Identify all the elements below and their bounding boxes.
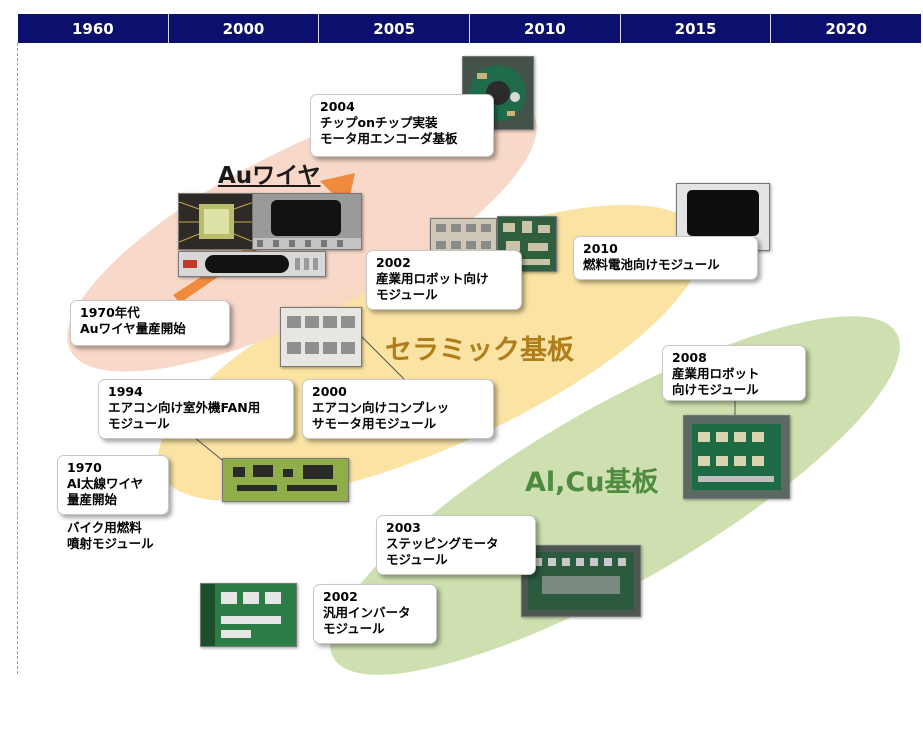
callout-text-line: 産業用ロボット	[672, 366, 760, 381]
year-2000: 2000	[168, 14, 320, 43]
callout-text-line: 汎用インバータ	[323, 605, 411, 620]
callout-text-line: モジュール	[323, 621, 385, 636]
callout-text-line: エアコン向け室外機FAN用	[108, 400, 261, 415]
stepping-motor-module-photo	[521, 545, 641, 617]
au-zone-label: Auワイヤ	[218, 163, 321, 189]
callout-ceramic-2002: 2002 産業用ロボット向け モジュール	[366, 250, 522, 310]
timeline-axis-line	[17, 43, 18, 674]
general-inverter-board-photo	[200, 583, 297, 647]
callout-ceramic-2000: 2000 エアコン向けコンプレッ サモータ用モジュール	[302, 379, 494, 439]
callout-al-2003: 2003 ステッピングモータ モジュール	[376, 515, 536, 575]
callout-text-line: Al太線ワイヤ	[67, 476, 144, 491]
callout-text-line: モジュール	[386, 552, 448, 567]
callout-text-line: モジュール	[376, 287, 438, 302]
year-2020: 2020	[771, 14, 922, 43]
callout-ceramic-2010: 2010 燃料電池向けモジュール	[573, 236, 758, 280]
callout-text-line: サモータ用モジュール	[312, 416, 437, 431]
aircon-fan-board-photo	[222, 458, 349, 502]
callout-text-line: 産業用ロボット向け	[376, 271, 489, 286]
aircon-compressor-module-photo	[280, 307, 362, 367]
callout-al-2008: 2008 産業用ロボット 向けモジュール	[662, 345, 806, 401]
callout-text-line: チップonチップ実装	[320, 115, 438, 130]
callout-year: 2000	[312, 384, 347, 399]
callout-text-line: 向けモジュール	[672, 382, 759, 397]
callout-text-line: モジュール	[108, 416, 170, 431]
ceramic-zone-label: セラミック基板	[385, 335, 574, 366]
callout-year: 2002	[323, 589, 358, 604]
callout-text-line: ステッピングモータ	[386, 536, 499, 551]
timeline-header: 1960 2000 2005 2010 2015 2020	[18, 14, 922, 43]
callout-year: 2008	[672, 350, 707, 365]
callout-text-line: Auワイヤ量産開始	[80, 321, 186, 336]
year-2010: 2010	[470, 14, 621, 43]
callout-au-1970s: 1970年代 Auワイヤ量産開始	[70, 300, 230, 346]
au-hybrid-strip-photo	[178, 251, 326, 277]
callout-year: 2003	[386, 520, 421, 535]
callout-text-line: エアコン向けコンプレッ	[312, 400, 450, 415]
callout-au-2004: 2004 チップonチップ実装 モータ用エンコーダ基板	[310, 94, 494, 157]
callout-text-line: 燃料電池向けモジュール	[583, 257, 720, 272]
au-wire-chip-photo	[178, 193, 255, 250]
au-black-module-photo	[252, 193, 362, 250]
callout-al-1970: 1970 Al太線ワイヤ 量産開始	[57, 455, 169, 515]
callout-ceramic-1994: 1994 エアコン向け室外機FAN用 モジュール	[98, 379, 294, 439]
bike-fuel-injection-label: バイク用燃料 噴射モジュール	[67, 520, 154, 551]
year-2015: 2015	[620, 14, 772, 43]
ceramic-robot-board-photo	[497, 216, 557, 272]
callout-text-line: 量産開始	[67, 492, 118, 507]
callout-year: 2004	[320, 99, 355, 114]
year-1960: 1960	[18, 14, 169, 43]
callout-year: 1994	[108, 384, 143, 399]
alcu-robot-module-photo	[683, 415, 790, 499]
callout-year: 2010	[583, 241, 618, 256]
callout-year: 2002	[376, 255, 411, 270]
year-2005: 2005	[319, 14, 471, 43]
callout-year: 1970	[67, 460, 102, 475]
callout-year: 1970年代	[80, 305, 140, 320]
callout-text-line: モータ用エンコーダ基板	[320, 131, 458, 146]
alcu-zone-label: Al,Cu基板	[525, 467, 659, 498]
callout-al-2002: 2002 汎用インバータ モジュール	[313, 584, 437, 644]
